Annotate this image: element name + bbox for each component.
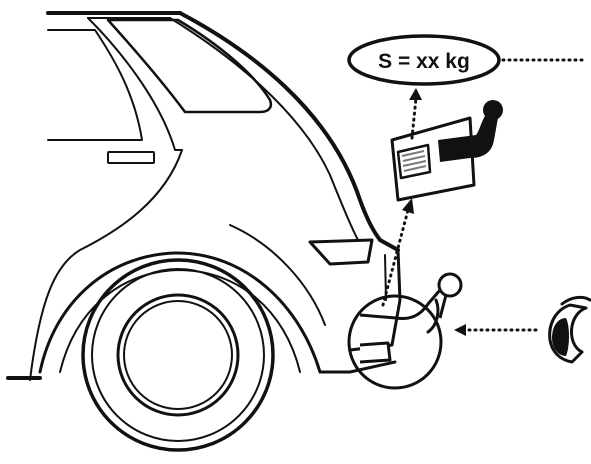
towbar-highlight-circle bbox=[347, 294, 443, 390]
arrowhead-label bbox=[409, 88, 422, 100]
load-label-bubble: S = xx kg bbox=[347, 34, 501, 86]
rear-lower-body bbox=[318, 360, 397, 374]
label-oval bbox=[347, 34, 501, 86]
eye-brow bbox=[560, 295, 591, 306]
type-plate-icon bbox=[390, 100, 503, 202]
arch-moulding bbox=[229, 224, 326, 326]
rear-window-frame bbox=[87, 17, 359, 241]
tow-ball-stem bbox=[438, 294, 448, 319]
rear-wheel bbox=[81, 258, 275, 452]
tail-light bbox=[308, 238, 374, 266]
quarter-window bbox=[106, 18, 273, 114]
arrowhead-plate bbox=[402, 198, 414, 214]
leader-plate-to-label bbox=[410, 96, 418, 140]
tow-ball-icon bbox=[437, 272, 463, 298]
rim-outer bbox=[116, 293, 240, 417]
towbar-detail bbox=[347, 272, 463, 390]
tow-arm bbox=[359, 289, 442, 320]
side-window bbox=[47, 29, 143, 141]
body-side-line bbox=[29, 149, 183, 381]
dotted-leaders bbox=[381, 58, 588, 332]
leader-towbar-to-plate bbox=[381, 208, 410, 307]
car-rear-contour bbox=[178, 11, 400, 252]
c-pillar bbox=[87, 17, 183, 151]
tyre-inner bbox=[91, 268, 265, 442]
eye-ball bbox=[552, 318, 569, 356]
tow-neck bbox=[426, 298, 440, 334]
door-handle bbox=[107, 151, 155, 164]
plate-towhook-ball bbox=[483, 100, 503, 120]
eye-icon bbox=[548, 295, 591, 364]
car-body bbox=[6, 11, 402, 381]
tyre-outer bbox=[81, 258, 275, 452]
load-label-text: S = xx kg bbox=[378, 50, 470, 73]
tow-arm-lower bbox=[359, 341, 392, 364]
plate-towhook-shape bbox=[438, 110, 498, 162]
plate-text-lines bbox=[401, 150, 427, 172]
wheel-arch-outer bbox=[38, 251, 322, 374]
rim-inner bbox=[123, 300, 233, 410]
arrowhead-towbar bbox=[454, 324, 466, 336]
